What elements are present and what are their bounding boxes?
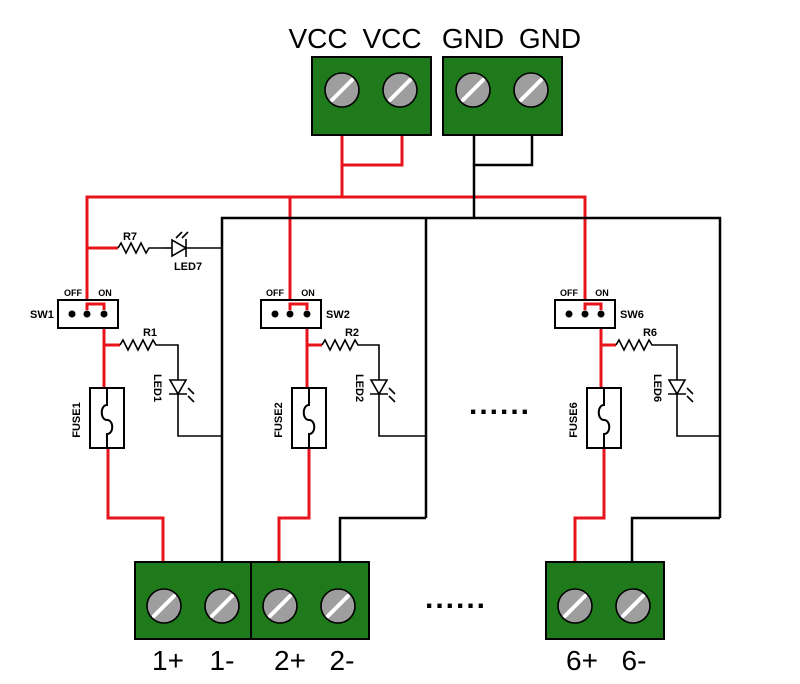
fuse1-label: FUSE1: [71, 402, 83, 437]
channel-6-wires: [573, 320, 720, 566]
led7-label: LED7: [174, 261, 202, 273]
channel-1: OFF ON SW1 R1 LED1 FUSE1: [30, 288, 195, 449]
channel-2: OFF ON SW2 R2 LED2 FUSE2: [260, 288, 396, 449]
sw6-on-label: ON: [595, 288, 609, 298]
fuse2-label: FUSE2: [273, 402, 285, 437]
output-1-positive-label: 1+: [152, 645, 184, 676]
more-channels-ellipsis: ......: [469, 388, 531, 421]
vcc-terminal-block: [311, 56, 432, 136]
sw2-on-label: ON: [301, 288, 315, 298]
led6-label: LED6: [651, 374, 663, 402]
output-terminal-block-1: [134, 561, 252, 640]
output-1-negative-label: 1-: [210, 645, 235, 676]
channel-2-wires: [277, 320, 426, 566]
r1-label: R1: [143, 327, 157, 339]
sw2-off-label: OFF: [266, 288, 284, 298]
gnd-label-2: GND: [519, 23, 581, 54]
vcc-label-2: VCC: [362, 23, 421, 54]
output-terminal-block-6: [545, 561, 665, 640]
r2-label: R2: [345, 327, 359, 339]
channel-6: OFF ON SW6 R6 LED6 FUSE6: [554, 288, 694, 449]
led-icon: [667, 379, 687, 396]
output-6-positive-label: 6+: [566, 645, 598, 676]
led-icon: [369, 379, 389, 396]
sw2-label: SW2: [326, 309, 350, 321]
led2-label: LED2: [353, 374, 365, 402]
gnd-terminal-block: [442, 56, 563, 136]
sw1-off-label: OFF: [64, 288, 82, 298]
channel-1-wires: [102, 320, 222, 566]
r6-label: R6: [643, 327, 657, 339]
led-icon: [168, 379, 188, 396]
more-terminals-ellipsis: ......: [425, 582, 487, 615]
output-2-positive-label: 2+: [274, 645, 306, 676]
vcc-label-1: VCC: [288, 23, 347, 54]
output-6-negative-label: 6-: [622, 645, 647, 676]
sw1-label: SW1: [30, 309, 54, 321]
led-icon: [171, 238, 188, 258]
r7-label: R7: [123, 231, 137, 243]
led1-label: LED1: [151, 374, 163, 402]
sw6-label: SW6: [620, 309, 644, 321]
indicator-circuit: R7 LED7: [117, 231, 205, 273]
output-2-negative-label: 2-: [330, 645, 355, 676]
sw1-on-label: ON: [98, 288, 112, 298]
fuse6-label: FUSE6: [568, 402, 580, 437]
gnd-label-1: GND: [442, 23, 504, 54]
output-terminal-block-2: [250, 561, 370, 640]
sw6-off-label: OFF: [560, 288, 578, 298]
